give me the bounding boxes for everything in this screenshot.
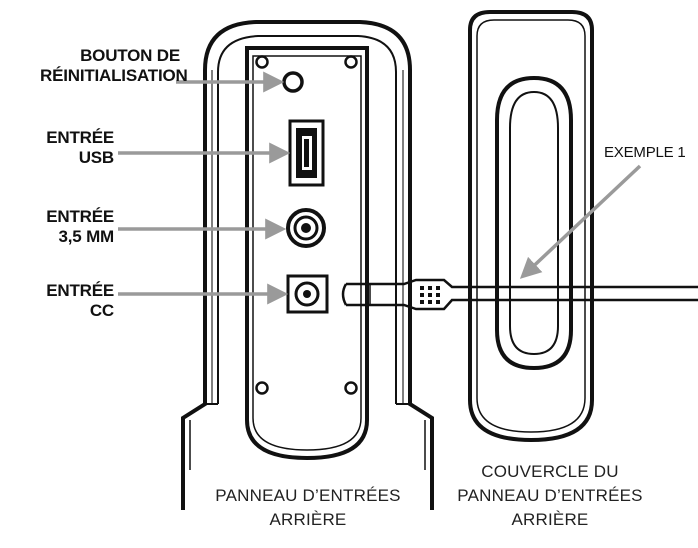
callout-arrows <box>118 71 642 305</box>
usb-label-line1: ENTRÉE <box>46 128 114 147</box>
screw-icon <box>255 55 358 395</box>
usb-input-label: ENTRÉE USB <box>10 128 114 168</box>
device-housing <box>181 20 434 510</box>
reset-label-line2: RÉINITIALISATION <box>40 66 188 85</box>
usb-label-line2: USB <box>78 148 114 167</box>
cover-caption-line3: ARRIÈRE <box>511 510 589 529</box>
input-panel-plate <box>245 46 369 461</box>
rear-panel-caption-line2: ARRIÈRE <box>269 510 347 529</box>
jack-label-line1: ENTRÉE <box>46 207 114 226</box>
dc-label-line2: CC <box>89 301 114 320</box>
dc-input-icon <box>286 274 329 314</box>
dc-cable-icon <box>341 278 698 311</box>
rear-panel-caption: PANNEAU D’ENTRÉES ARRIÈRE <box>188 484 428 532</box>
cover-caption: COUVERCLE DU PANNEAU D’ENTRÉES ARRIÈRE <box>440 460 660 532</box>
jack-label-line2: 3,5 MM <box>58 227 115 246</box>
panel-cover <box>468 10 594 443</box>
reset-label-line1: BOUTON DE <box>80 46 180 65</box>
jack-input-label: ENTRÉE 3,5 MM <box>10 207 114 247</box>
device-housing-inner <box>217 35 397 404</box>
housing-ridge <box>211 70 404 404</box>
cover-caption-line1: COUVERCLE DU <box>481 462 619 481</box>
reset-button-label: BOUTON DE RÉINITIALISATION <box>40 46 188 86</box>
example-label: EXEMPLE 1 <box>604 144 686 161</box>
reset-button-icon <box>282 71 304 93</box>
dc-input-label: ENTRÉE CC <box>10 281 114 321</box>
cover-caption-line2: PANNEAU D’ENTRÉES <box>457 486 643 505</box>
dc-label-line1: ENTRÉE <box>46 281 114 300</box>
audio-jack-icon <box>286 208 326 248</box>
usb-port-icon <box>288 119 325 187</box>
rear-panel-caption-line1: PANNEAU D’ENTRÉES <box>215 486 401 505</box>
